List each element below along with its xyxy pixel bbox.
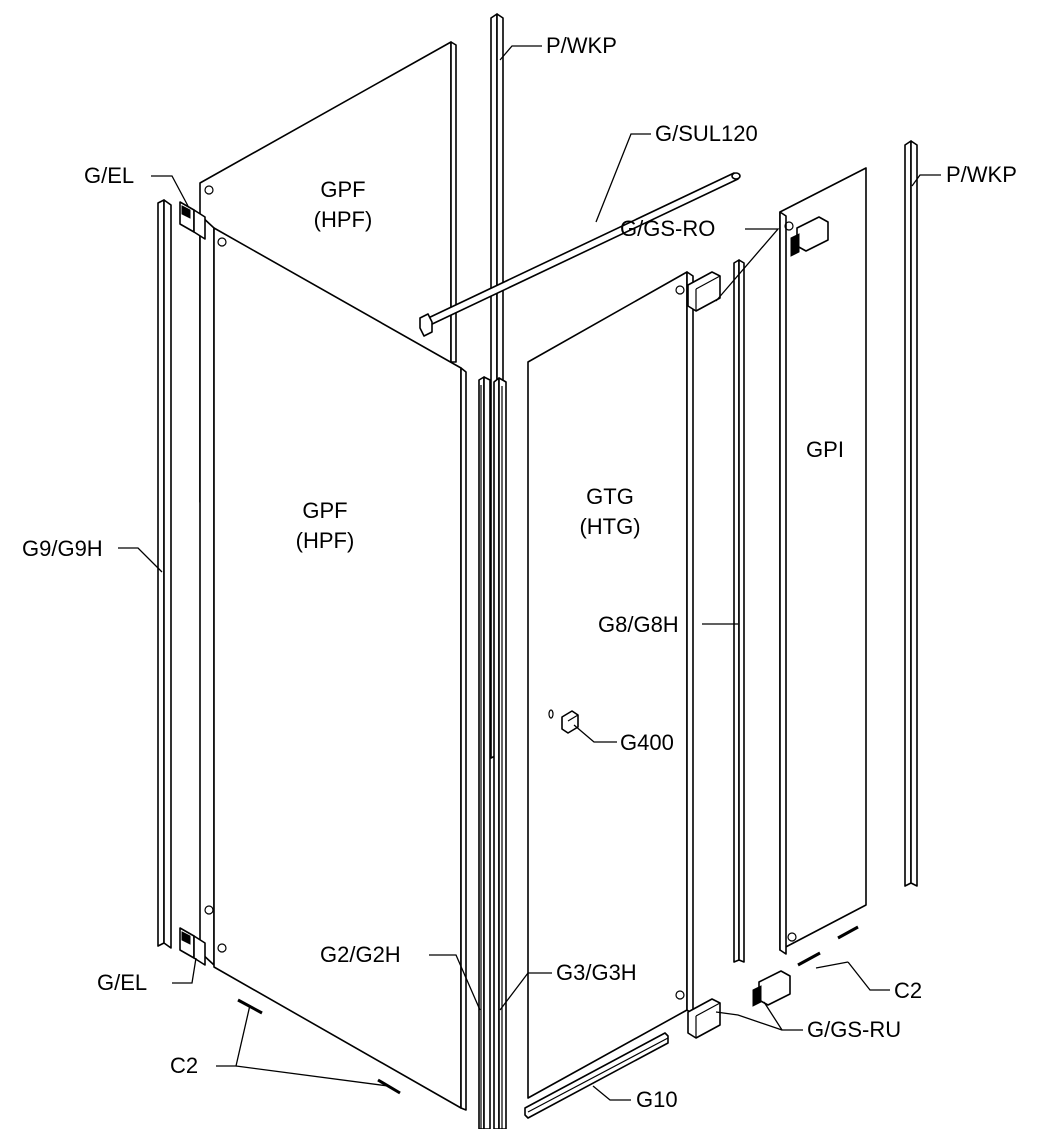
front-fixed-panel [204, 227, 467, 1111]
label-gpi: GPI [806, 437, 844, 462]
leader-lines [118, 45, 941, 1101]
door-hinge-top [687, 271, 721, 312]
front-panel-edge [199, 214, 215, 966]
magnet-profile-g8 [733, 259, 745, 963]
callout-labels: P/WKP G/SUL120 P/WKP G/EL G/GS-RO GPF (H… [22, 33, 1017, 1112]
profile-g3 [493, 377, 507, 1129]
wall-profile-g9 [157, 199, 172, 949]
label-gtg-2: (HTG) [579, 514, 640, 539]
label-gpf-front-2: (HPF) [296, 528, 355, 553]
profile-g2 [478, 376, 491, 1129]
label-g-gs-ro: G/GS-RO [620, 216, 715, 241]
wall-profile-right [904, 140, 918, 887]
label-g-el-top: G/EL [84, 163, 134, 188]
bottom-seal [524, 1032, 669, 1119]
label-g-sul120: G/SUL120 [655, 121, 758, 146]
label-gtg-1: GTG [586, 484, 634, 509]
label-g10: G10 [636, 1087, 678, 1112]
door-hinge-bottom [687, 998, 721, 1039]
stabilizer-bar [419, 172, 741, 337]
wall-hinge-top [179, 201, 206, 240]
label-c2-right: C2 [894, 978, 922, 1003]
label-g2-g2h: G2/G2H [320, 942, 401, 967]
side-hinge-top [790, 216, 829, 257]
label-gpf-front-1: GPF [302, 498, 347, 523]
seal-c2-right [797, 925, 859, 967]
label-gpf-back-1: GPF [320, 177, 365, 202]
label-g400: G400 [620, 730, 674, 755]
label-p-wkp-right: P/WKP [946, 162, 1017, 187]
label-g9-g9h: G9/G9H [22, 536, 103, 561]
door-knob [548, 709, 579, 734]
label-c2-left: C2 [170, 1053, 198, 1078]
label-g-el-bottom: G/EL [97, 970, 147, 995]
side-panel [779, 167, 867, 955]
label-p-wkp-top: P/WKP [546, 33, 617, 58]
label-gpf-back-2: (HPF) [314, 207, 373, 232]
wall-hinge-bottom [179, 927, 206, 966]
label-g3-g3h: G3/G3H [556, 960, 637, 985]
side-hinge-bottom [752, 970, 791, 1007]
label-g-gs-ru: G/GS-RU [807, 1017, 901, 1042]
label-g8-g8h: G8/G8H [598, 612, 679, 637]
